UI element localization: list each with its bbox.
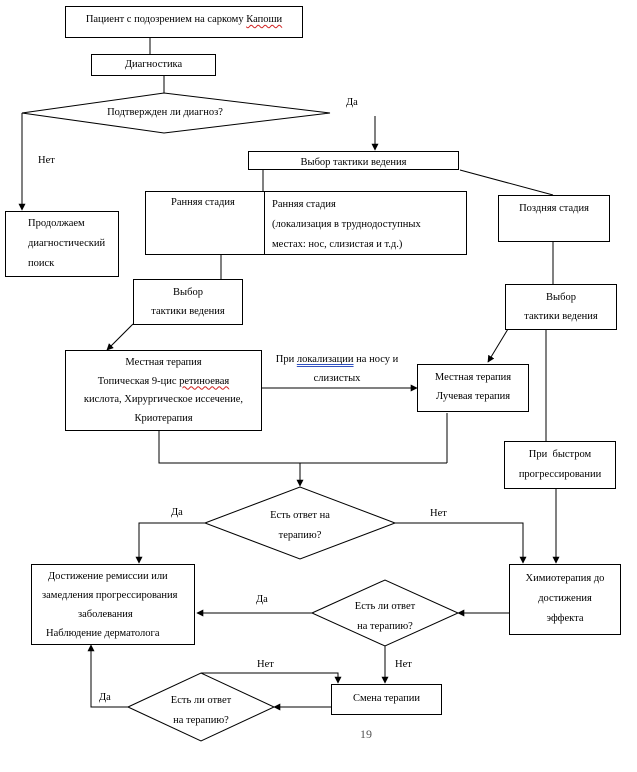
early-stage-right-line1: Ранняя стадия (272, 199, 336, 210)
tactics-top-box: Выбор тактики ведения (248, 151, 459, 170)
continue-search-line2: диагностический (28, 238, 106, 249)
edge-label-yes-top: Да (346, 97, 358, 108)
localization-note-marked: локализации (296, 354, 354, 365)
chemo-box: Химиотерапия до достижения эффекта (509, 564, 621, 635)
change-therapy-text: Смена терапии (352, 693, 421, 704)
page-number: 19 (360, 727, 372, 741)
edge-label-yes-q3: Да (99, 692, 111, 703)
late-stage-box: Поздняя стадия (498, 195, 610, 242)
chemo-line3: эффекта (546, 613, 584, 624)
local-therapy-line2-marked: ретиноевая (179, 375, 230, 387)
diagnostics-box: Диагностика (91, 54, 216, 76)
continue-search-line3: поиск (28, 258, 55, 269)
localization-note-post: на носу и (353, 354, 399, 365)
localization-note-pre: При (275, 354, 297, 365)
localization-note-line2: слизистых (313, 373, 361, 384)
local-radiation-line2: Лучевая терапия (435, 391, 511, 402)
tactics-top-text: Выбор тактики ведения (300, 157, 407, 168)
tactics-right-box: Выбор тактики ведения (505, 284, 617, 330)
rapid-progress-box: При быстром прогрессировании (504, 441, 616, 489)
tactics-left-line2: тактики ведения (151, 306, 225, 317)
remission-line3: заболевания (78, 609, 133, 620)
local-radiation-line1: Местная терапия (434, 372, 512, 383)
rapid-progress-line1: При быстром (528, 449, 592, 460)
edge-label-no-q2: Нет (395, 659, 412, 670)
response-q2-line2: на терапию? (357, 621, 413, 632)
early-stage-left-text: Ранняя стадия (171, 197, 235, 208)
continue-search-box: Продолжаем диагностический поиск (5, 211, 119, 277)
rapid-progress-line2: прогрессировании (518, 469, 602, 480)
continue-search-line1: Продолжаем (28, 218, 85, 229)
chemo-line2: достижения (538, 593, 592, 604)
patient-box: Пациент с подозрением на саркому Капоши (65, 6, 303, 38)
patient-text: Пациент с подозрением на саркому (85, 14, 247, 25)
response-q2-line1: Есть ли ответ (354, 601, 416, 612)
tactics-left-line1: Выбор (173, 287, 203, 298)
diagnostics-text: Диагностика (124, 59, 183, 70)
response-q1-line1: Есть ответ на (270, 510, 330, 521)
response-q3-line1: Есть ли ответ (170, 695, 232, 706)
local-therapy-line3: кислота, Хирургическое иссечение, (83, 394, 244, 405)
edge-label-no-q3: Нет (257, 659, 274, 670)
edge-label-yes-q1: Да (171, 507, 183, 518)
localization-note: При локализации на носу и слизистых (262, 350, 412, 388)
local-therapy-line4: Криотерапия (134, 412, 193, 424)
early-stage-right-line2: (локализация в труднодоступных (272, 219, 421, 230)
remission-line1: Достижение ремиссии или (48, 571, 168, 582)
edge-label-no-q1: Нет (430, 508, 447, 519)
edge-label-no-left: Нет (38, 155, 55, 166)
response-q2-text: Есть ли ответ на терапию? (325, 597, 445, 637)
patient-text-marked: Капоши (246, 14, 283, 25)
local-therapy-line1: Местная терапия (125, 357, 202, 368)
response-q1-text: Есть ответ на терапию? (240, 506, 360, 546)
late-stage-text: Поздняя стадия (519, 203, 589, 214)
chemo-line1: Химиотерапия до (525, 573, 605, 584)
response-q1-line2: терапию? (278, 530, 322, 541)
edge-label-yes-q2: Да (256, 594, 268, 605)
confirmed-diagnosis-diamond (21, 92, 331, 134)
remission-line4: Наблюдение дерматолога (46, 628, 160, 639)
remission-line2: замедления прогрессирования (42, 590, 178, 601)
early-stage-right-line3: местах: нос, слизистая и т.д.) (272, 239, 403, 250)
change-therapy-box: Смена терапии (331, 684, 442, 715)
local-therapy-line2: Топическая 9-цис (97, 375, 180, 387)
tactics-right-line1: Выбор (546, 292, 576, 303)
local-therapy-box: Местная терапия Топическая 9-цис ретиное… (65, 350, 262, 431)
confirmed-diagnosis-question: Подтвержден ли диагноз? (107, 107, 223, 118)
early-stage-box: Ранняя стадия Ранняя стадия (локализация… (145, 191, 467, 255)
remission-box: Достижение ремиссии или замедления прогр… (31, 564, 195, 645)
tactics-right-line2: тактики ведения (524, 311, 598, 322)
local-radiation-box: Местная терапия Лучевая терапия (417, 364, 529, 412)
response-q3-text: Есть ли ответ на терапию? (141, 691, 261, 731)
tactics-left-box: Выбор тактики ведения (133, 279, 243, 325)
response-q3-line2: на терапию? (173, 715, 229, 726)
